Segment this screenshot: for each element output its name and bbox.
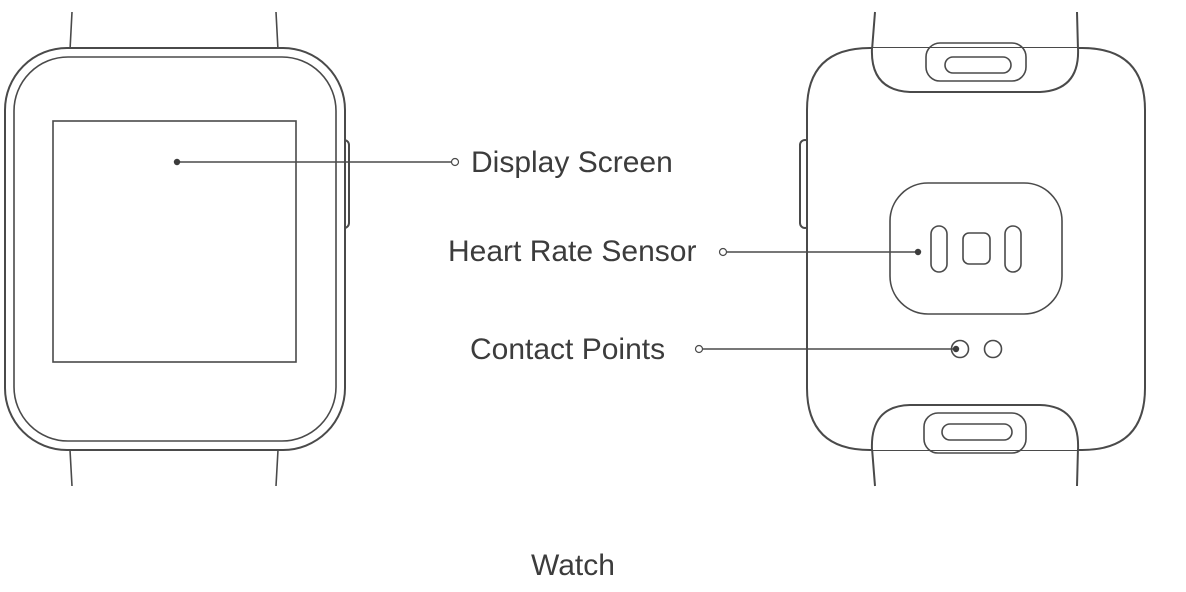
heart-rate-sensor-end-dot [718,247,728,257]
bottom-strap-slot-outer [923,412,1027,454]
heart-rate-sensor-module [889,182,1063,315]
contact-points-end-dot [694,344,704,354]
display-screen-anchor-dot [173,158,181,166]
front-top-strap [69,11,279,51]
watch-front-view [4,11,350,487]
front-case-outer [4,47,346,451]
heart-rate-sensor-anchor-dot [914,248,922,256]
back-top-strap-front [870,47,1080,93]
heart-rate-sensor-label: Heart Rate Sensor [448,235,696,268]
contact-points-anchor-dot [952,345,960,353]
display-screen-area [52,120,297,363]
sensor-led-right [1004,225,1022,273]
front-case-inner [13,56,337,442]
top-strap-slot-inner [944,56,1012,74]
display-screen-end-dot [450,157,460,167]
contact-points-label: Contact Points [470,333,665,366]
diagram-caption: Watch [531,549,615,582]
callout-heart-rate-sensor: Heart Rate Sensor [448,235,922,268]
callout-contact-points: Contact Points [470,333,960,366]
display-screen-label: Display Screen [471,146,673,179]
back-case-body [806,47,1146,451]
sensor-photodiode [962,232,991,265]
contact-point-right [983,339,1003,359]
back-bottom-strap-front [870,404,1080,451]
watch-back-view [799,11,1146,487]
sensor-led-left [930,225,948,273]
callout-display-screen: Display Screen [173,146,673,179]
front-bottom-strap [69,449,279,487]
bottom-strap-slot-inner [941,423,1013,441]
top-strap-slot-outer [925,42,1027,82]
